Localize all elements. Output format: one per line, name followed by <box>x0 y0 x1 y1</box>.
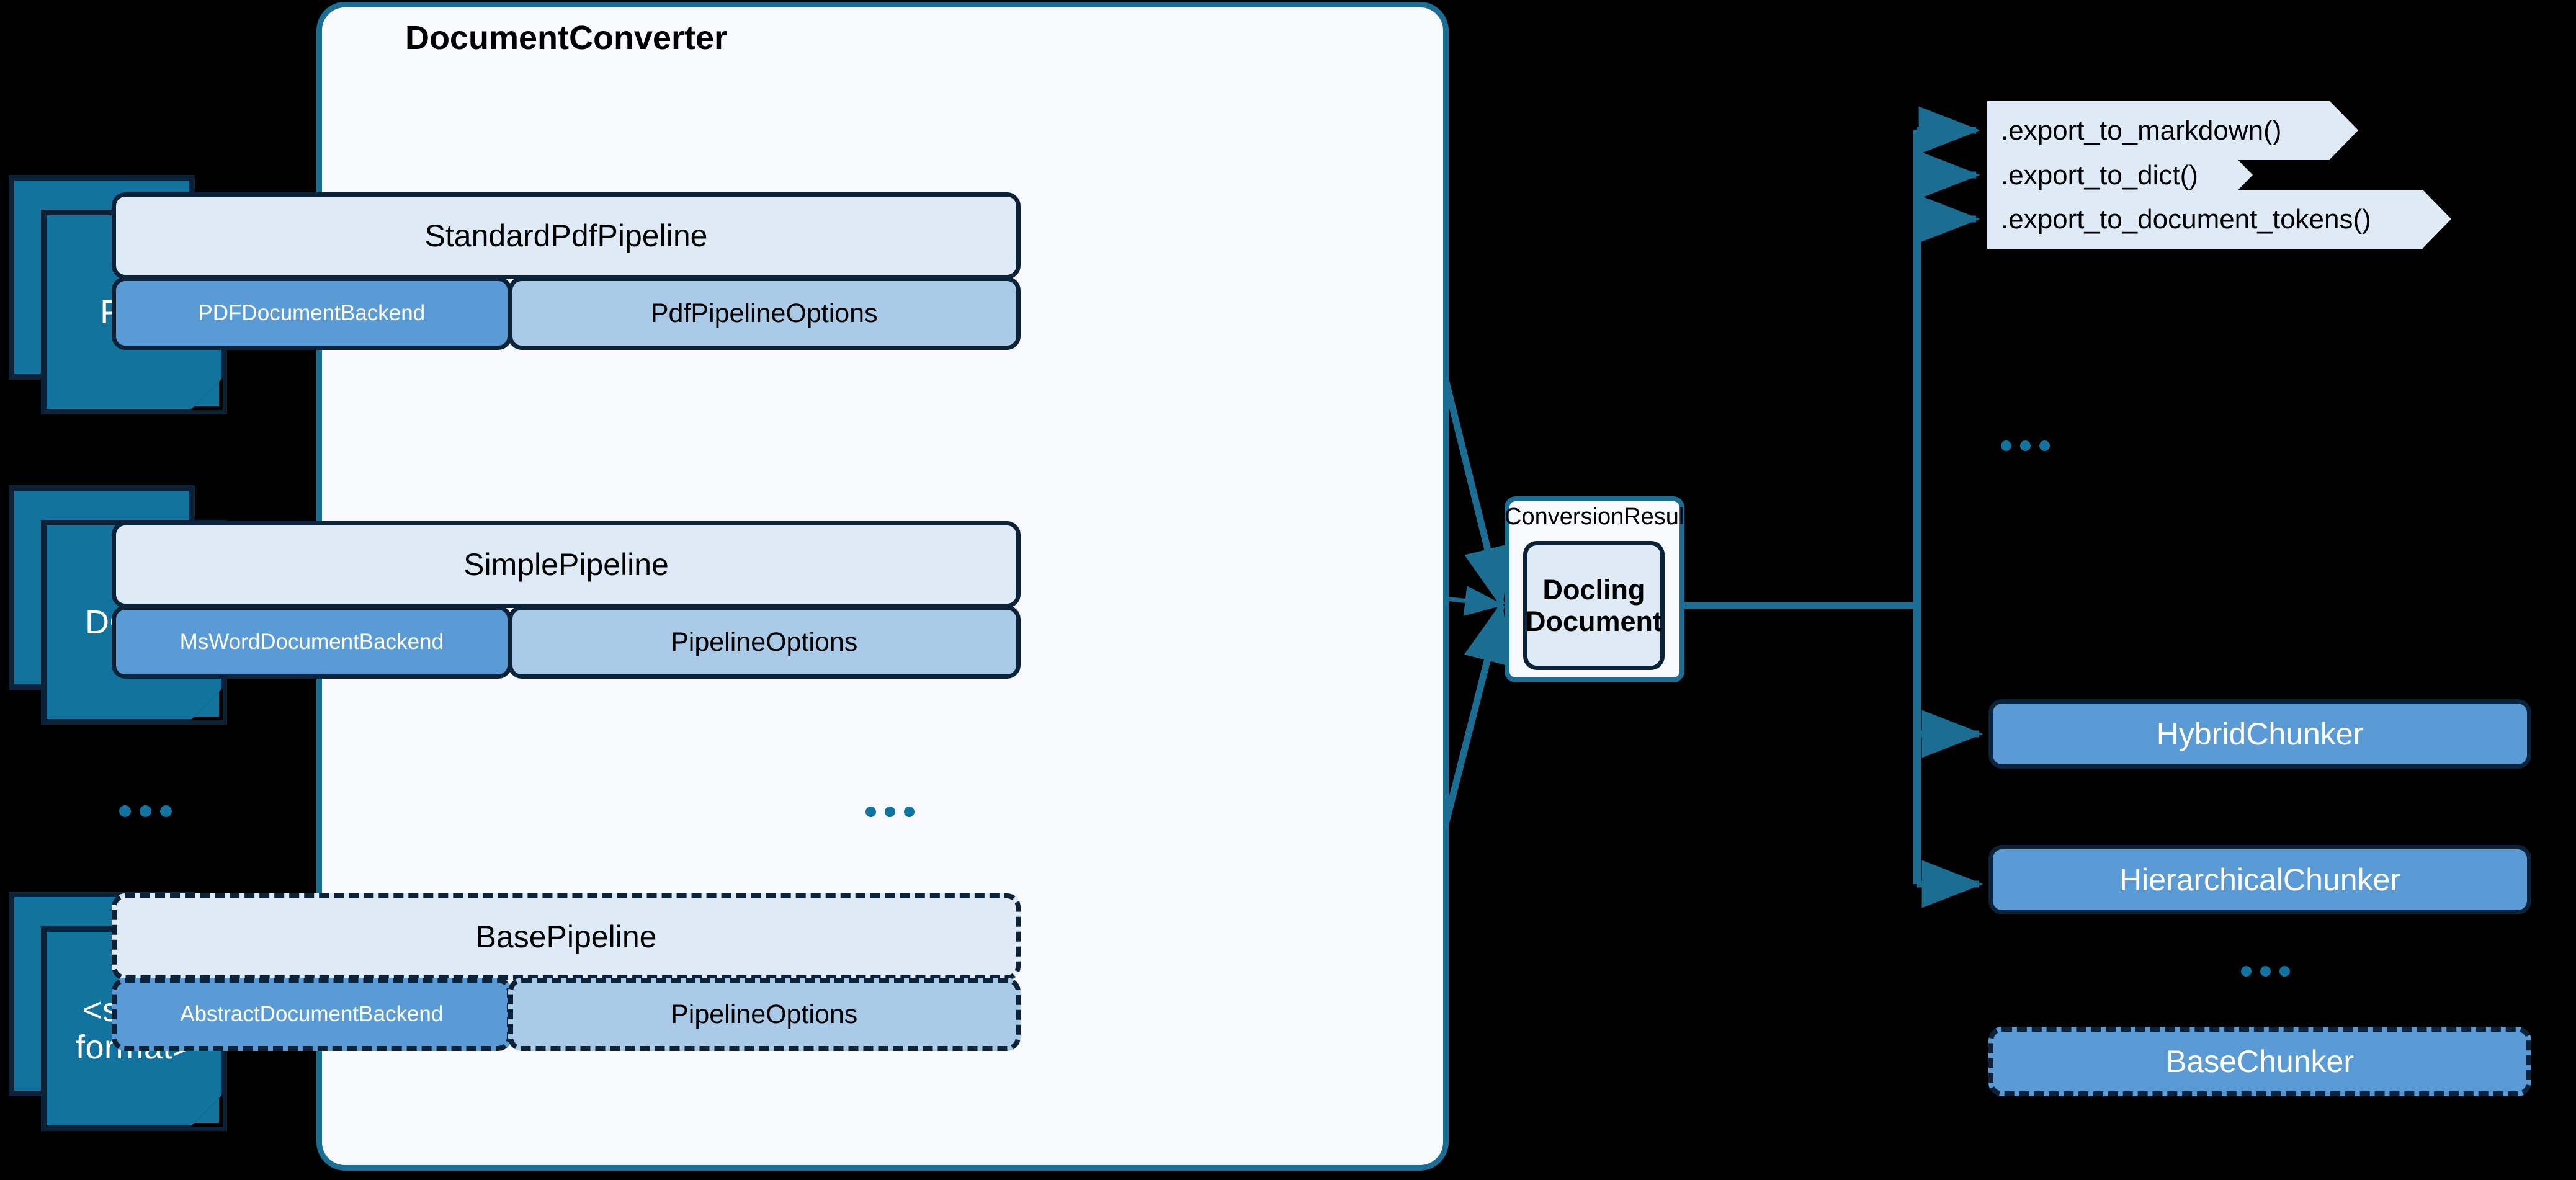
page-fold-inner-icon <box>194 1098 219 1123</box>
chevron-right-icon <box>2423 190 2451 248</box>
pipeline-components-row: AbstractDocumentBackend PipelineOptions <box>112 978 1021 1051</box>
pipeline-components-row: PDFDocumentBackend PdfPipelineOptions <box>112 277 1021 350</box>
chunker-hybrid[interactable]: HybridChunker <box>1988 699 2531 769</box>
exports-ellipsis <box>2001 440 2050 451</box>
export-method-label: .export_to_markdown() <box>2001 115 2282 146</box>
chunker-base[interactable]: BaseChunker <box>1988 1027 2531 1096</box>
dot-icon <box>904 807 915 817</box>
pipeline-options[interactable]: PipelineOptions <box>508 978 1021 1051</box>
dot-icon <box>2039 440 2050 451</box>
pipeline-backend[interactable]: MsWordDocumentBackend <box>112 606 512 679</box>
dot-icon <box>885 807 895 817</box>
page-fold-inner-icon <box>194 382 219 406</box>
pipeline-header: SimplePipeline <box>112 521 1021 608</box>
export-method-label: .export_to_dict() <box>2001 159 2198 190</box>
converter-ellipsis <box>865 807 915 817</box>
conversion-result-label: ConversionResult <box>1505 504 1691 530</box>
pipeline-name: BasePipeline <box>475 919 657 954</box>
pipeline-name: SimplePipeline <box>463 547 669 582</box>
dot-icon <box>2001 440 2011 451</box>
docling-document-label-line1: Docling <box>1542 573 1645 606</box>
input-ellipsis <box>119 805 172 817</box>
dot-icon <box>865 807 876 817</box>
pipeline-options[interactable]: PipelineOptions <box>508 606 1021 679</box>
pipeline-header: StandardPdfPipeline <box>112 192 1021 279</box>
export-method-label: .export_to_document_tokens() <box>2001 203 2371 235</box>
pipeline-backend[interactable]: AbstractDocumentBackend <box>112 978 512 1051</box>
pipeline-standard-pdf[interactable]: StandardPdfPipeline PDFDocumentBackend P… <box>112 192 1021 350</box>
pipeline-base[interactable]: BasePipeline AbstractDocumentBackend Pip… <box>112 893 1021 1051</box>
chunker-label: HierarchicalChunker <box>2119 862 2400 897</box>
page-title: DocumentConverter <box>405 19 728 56</box>
chunker-label: HybridChunker <box>2156 717 2364 751</box>
chunker-hierarchical[interactable]: HierarchicalChunker <box>1988 845 2531 914</box>
pipeline-options[interactable]: PdfPipelineOptions <box>508 277 1021 350</box>
dot-icon <box>160 805 172 817</box>
pipeline-backend[interactable]: PDFDocumentBackend <box>112 277 512 350</box>
dot-icon <box>2241 966 2252 977</box>
pipeline-components-row: MsWordDocumentBackend PipelineOptions <box>112 606 1021 679</box>
docling-document-label-line2: Document <box>1526 606 1663 637</box>
dot-icon <box>140 805 151 817</box>
dot-icon <box>2279 966 2290 977</box>
chunkers-ellipsis <box>2241 966 2290 977</box>
export-method-document-tokens[interactable]: .export_to_document_tokens() <box>1987 190 2451 249</box>
page-fold-inner-icon <box>194 692 219 717</box>
dot-icon <box>2020 440 2031 451</box>
pipeline-name: StandardPdfPipeline <box>424 218 708 253</box>
chevron-right-icon <box>2330 101 2358 159</box>
docling-document-box[interactable]: Docling Document <box>1523 541 1665 670</box>
dot-icon <box>119 805 131 817</box>
chunker-label: BaseChunker <box>2166 1044 2354 1079</box>
pipeline-simple[interactable]: SimplePipeline MsWordDocumentBackend Pip… <box>112 521 1021 679</box>
pipeline-header: BasePipeline <box>112 893 1021 980</box>
dot-icon <box>2260 966 2271 977</box>
